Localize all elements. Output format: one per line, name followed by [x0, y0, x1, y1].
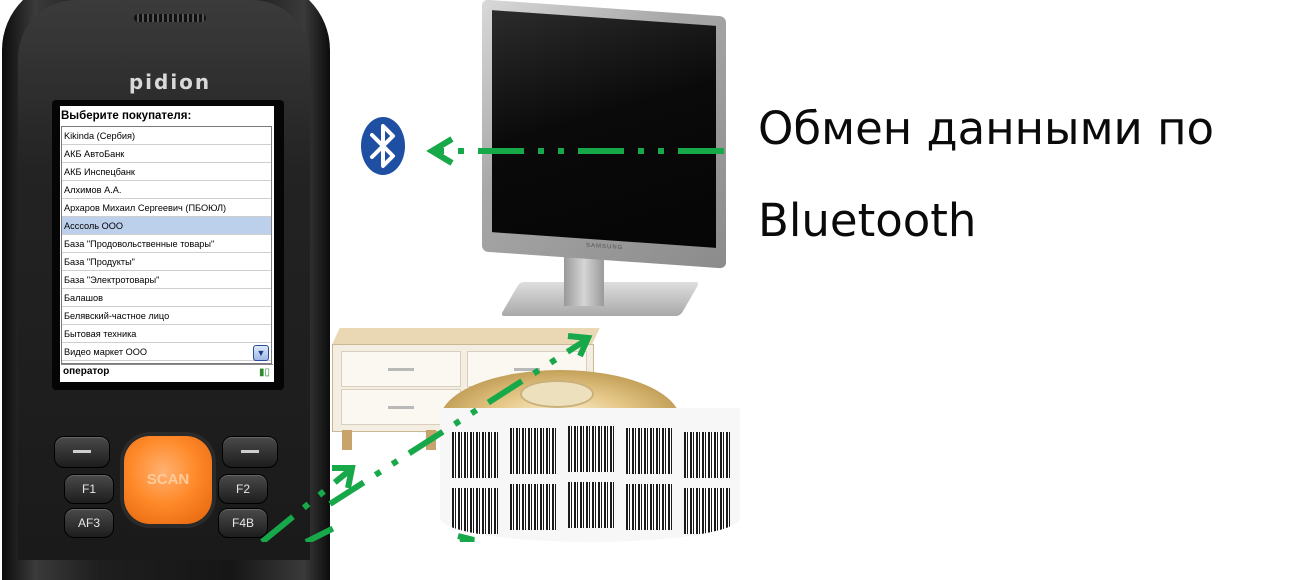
monitor-neck — [564, 256, 604, 306]
barcode-icon — [568, 426, 614, 472]
barcode-icon — [510, 428, 556, 474]
cabinet — [332, 344, 594, 432]
list-item[interactable]: АКБ Инспецбанк — [62, 163, 271, 181]
cabinet-drawer — [341, 351, 461, 387]
f1-key[interactable]: F1 — [64, 474, 114, 504]
caption-line-2: Bluetooth — [758, 194, 977, 247]
barcode-icon — [568, 482, 614, 528]
list-item[interactable]: Белявский-частное лицо — [62, 307, 271, 325]
list-item[interactable]: АКБ АвтоБанк — [62, 145, 271, 163]
list-item[interactable]: Алхимов А.А. — [62, 181, 271, 199]
list-item[interactable]: База "Электротовары" — [62, 271, 271, 289]
bluetooth-icon — [361, 117, 405, 175]
device-screen: Выберите покупателя: Kikinda (Сербия) АК… — [60, 106, 274, 382]
barcode-icon — [684, 432, 730, 478]
list-item[interactable]: Архаров Михаил Сергеевич (ПБОЮЛ) — [62, 199, 271, 217]
barcode-icon — [452, 432, 498, 478]
speaker-grille — [134, 14, 206, 22]
barcode-labels — [440, 408, 740, 542]
device-brand-logo: pidion — [128, 70, 212, 94]
scroll-down-icon[interactable]: ▼ — [253, 345, 269, 361]
status-bar: оператор ▮▯ — [61, 364, 273, 380]
customer-list[interactable]: Kikinda (Сербия) АКБ АвтоБанк АКБ Инспец… — [61, 126, 272, 364]
barcode-icon — [626, 484, 672, 530]
list-item[interactable]: Балашов — [62, 289, 271, 307]
list-item[interactable]: База "Продовольственные товары" — [62, 235, 271, 253]
cabinet-leg — [342, 430, 352, 450]
barcode-icon — [510, 484, 556, 530]
f3-key[interactable]: AF3 — [64, 508, 114, 538]
list-item[interactable]: База "Продукты" — [62, 253, 271, 271]
battery-icon: ▮▯ — [258, 367, 270, 378]
list-item-selected[interactable]: Асссоль ООО — [62, 217, 271, 235]
caption-line-1: Обмен данными по — [758, 102, 1215, 155]
f2-key[interactable]: F2 — [218, 474, 268, 504]
list-item[interactable]: Видео маркет ООО — [62, 343, 271, 361]
handheld-terminal: pidion Выберите покупателя: Kikinda (Сер… — [0, 0, 330, 580]
label-roll-core — [520, 380, 594, 408]
screen-title: Выберите покупателя: — [61, 110, 192, 122]
softkey-right-button[interactable] — [222, 436, 278, 468]
status-user: оператор — [63, 366, 110, 377]
f4-key[interactable]: F4B — [218, 508, 268, 538]
scan-button[interactable]: SCAN — [124, 436, 212, 524]
barcode-icon — [626, 428, 672, 474]
list-item[interactable]: Бытовая техника — [62, 325, 271, 343]
connection-arrows — [260, 136, 724, 542]
barcode-icon — [684, 488, 730, 534]
softkey-left-button[interactable] — [54, 436, 110, 468]
list-item[interactable]: Kikinda (Сербия) — [62, 127, 271, 145]
barcode-icon — [452, 488, 498, 534]
